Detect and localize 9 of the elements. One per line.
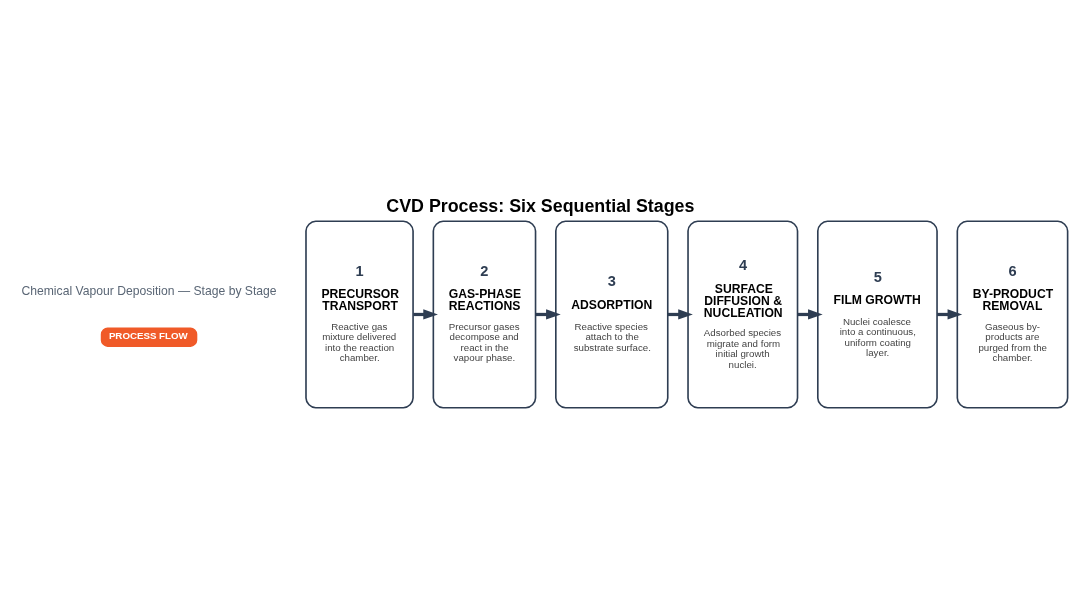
node-box: 4 SURFACE DIFFUSION & NUCLEATION Adsorbed species migrate and form initial growth nuclei. [687,220,799,409]
node-box: 3 ADSORPTION Reactive species attach to the substrate surface. [555,220,669,409]
node-box: 2 GAS-PHASE REACTIONS Precursor gases decompose and react in the vapour phase. [432,220,537,409]
label: PROCESS FLOW [108,329,188,341]
node-box: 1 PRECURSOR TRANSPORT Reactive gas mixture delivered into the reaction chamber. [305,220,414,409]
label: Chemical Vapour Deposition — Stage by Stage [21,283,277,298]
node-box: 5 FILM GROWTH Nuclei coalesce into a continuous, uniform coating layer. [817,220,938,409]
diagram-title: CVD Process: Six Sequential Stages [386,195,695,216]
node-box: 6 BY-PRODUCT REMOVAL Gaseous by-products are purged from the chamber. [956,220,1069,409]
